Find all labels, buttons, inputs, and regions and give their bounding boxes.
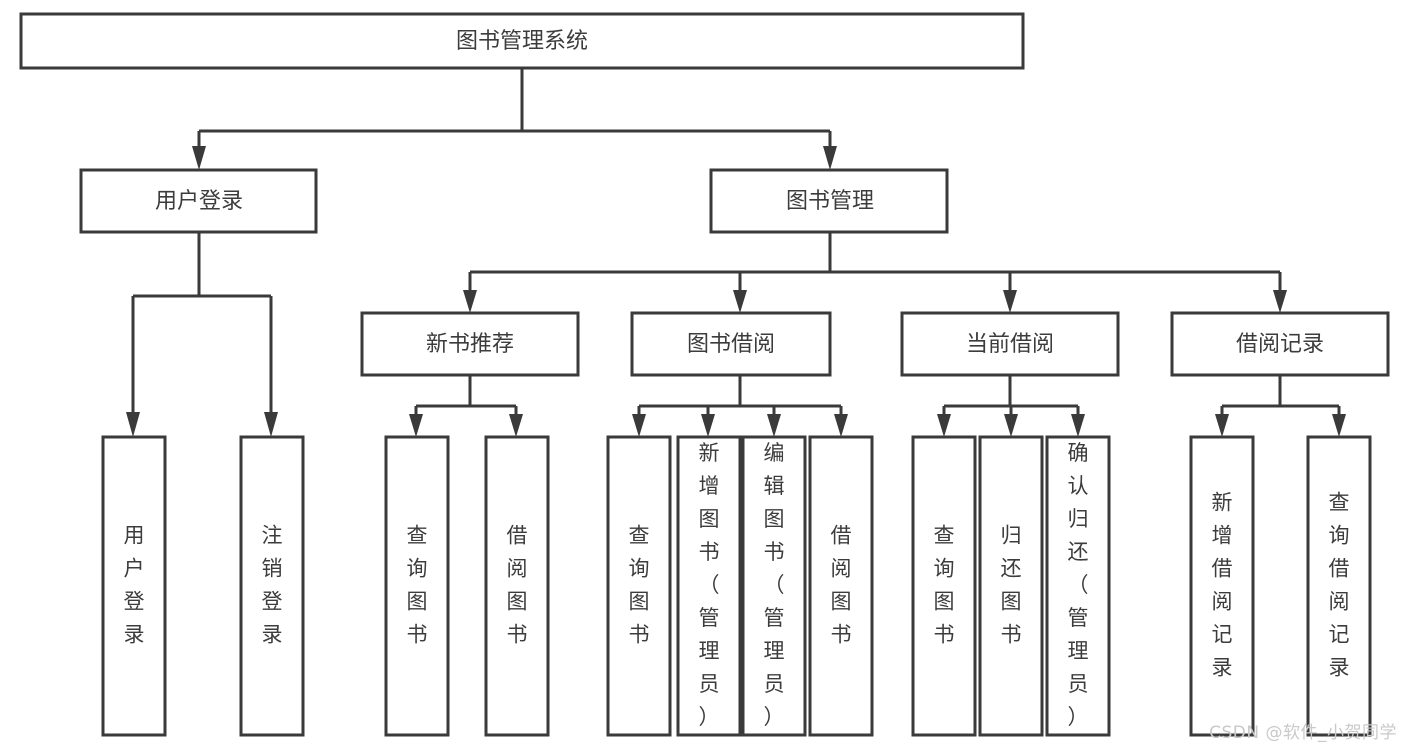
leaf-user-login-1[interactable]: 注销登录 [239, 435, 305, 737]
leaf-current-borrow-2-box[interactable] [1045, 435, 1111, 737]
arrow-borrow-record-leaf1 [1332, 414, 1346, 437]
leaf-current-borrow-1-box[interactable] [978, 435, 1044, 737]
leaf-borrow-record-0[interactable]: 新增借阅记录 [1189, 435, 1255, 737]
node-new-book-recommend-label: 新书推荐 [426, 332, 514, 357]
leaf-borrow-record-0-label: 新增借阅记录 [1212, 491, 1233, 680]
node-user-login[interactable]: 用户登录 [79, 168, 318, 234]
node-current-borrow-label: 当前借阅 [966, 332, 1054, 357]
node-book-borrow-box[interactable] [630, 311, 832, 377]
node-user-login-label: 用户登录 [155, 189, 243, 214]
leaf-user-login-0-box[interactable] [101, 435, 167, 737]
node-borrow-record[interactable]: 借阅记录 [1170, 311, 1390, 377]
leaf-current-borrow-1-label: 归还图书 [1001, 524, 1022, 647]
node-root-box[interactable] [19, 12, 1025, 70]
node-book-manage-label: 图书管理 [786, 189, 874, 214]
node-book-borrow[interactable]: 图书借阅 [630, 311, 832, 377]
arrow-user-login-leaf1 [264, 412, 278, 437]
node-user-login-box[interactable] [79, 168, 318, 234]
leaf-book-borrow-2[interactable]: 编辑图书（管理员） [741, 435, 807, 737]
arrow-borrow-record-leaf0 [1215, 414, 1229, 437]
node-new-book-recommend-box[interactable] [360, 311, 580, 377]
leaf-current-borrow-0[interactable]: 查询图书 [911, 435, 977, 737]
node-book-borrow-label: 图书借阅 [687, 332, 775, 357]
arrow-to-book-manage [823, 146, 837, 170]
leaf-user-login-0-label: 用户登录 [124, 524, 145, 647]
leaf-user-login-0[interactable]: 用户登录 [101, 435, 167, 737]
leaf-current-borrow-2[interactable]: 确认归还（管理员） [1045, 435, 1111, 737]
arrow-to-new-book [463, 290, 477, 313]
leaf-borrow-record-1-label: 查询借阅记录 [1329, 491, 1350, 680]
arrow-current-borrow-leaf2 [1071, 414, 1085, 437]
leaf-current-borrow-2-label: 确认归还（管理员） [1068, 441, 1089, 729]
node-current-borrow[interactable]: 当前借阅 [900, 311, 1120, 377]
leaf-book-borrow-0-label: 查询图书 [629, 524, 650, 647]
leaf-book-borrow-3-box[interactable] [808, 435, 874, 737]
leaf-borrow-record-0-box[interactable] [1189, 435, 1255, 737]
leaf-new-book-1-label: 借阅图书 [507, 524, 528, 647]
arrow-new-book-leaf0 [409, 414, 423, 437]
arrow-current-borrow-leaf0 [937, 414, 951, 437]
arrow-book-borrow-leaf0 [632, 414, 646, 437]
node-new-book-recommend[interactable]: 新书推荐 [360, 311, 580, 377]
node-book-manage[interactable]: 图书管理 [709, 168, 949, 234]
leaf-new-book-1-box[interactable] [484, 435, 550, 737]
leaf-book-borrow-1[interactable]: 新增图书（管理员） [676, 435, 742, 737]
leaf-book-borrow-1-label: 新增图书（管理员） [699, 441, 720, 729]
leaf-book-borrow-1-box[interactable] [676, 435, 742, 737]
leaf-user-login-1-box[interactable] [239, 435, 305, 737]
arrow-book-borrow-leaf2 [767, 414, 781, 437]
leaf-new-book-0-box[interactable] [384, 435, 450, 737]
leaf-current-borrow-1[interactable]: 归还图书 [978, 435, 1044, 737]
leaf-new-book-0-label: 查询图书 [407, 524, 428, 647]
arrow-new-book-leaf1 [509, 414, 523, 437]
leaf-book-borrow-3[interactable]: 借阅图书 [808, 435, 874, 737]
arrow-to-current-borrow [1003, 290, 1017, 313]
connector-layer [126, 68, 1346, 437]
node-borrow-record-box[interactable] [1170, 311, 1390, 377]
leaf-book-borrow-2-box[interactable] [741, 435, 807, 737]
leaf-new-book-0[interactable]: 查询图书 [384, 435, 450, 737]
arrow-to-borrow-record [1273, 290, 1287, 313]
leaf-current-borrow-0-box[interactable] [911, 435, 977, 737]
leaf-user-login-1-label: 注销登录 [262, 524, 283, 647]
arrow-user-login-leaf0 [126, 412, 140, 437]
leaf-current-borrow-0-label: 查询图书 [934, 524, 955, 647]
node-root[interactable]: 图书管理系统 [19, 12, 1025, 70]
node-book-manage-box[interactable] [709, 168, 949, 234]
leaf-book-borrow-3-label: 借阅图书 [831, 524, 852, 647]
leaf-new-book-1[interactable]: 借阅图书 [484, 435, 550, 737]
arrow-current-borrow-leaf1 [1004, 414, 1018, 437]
node-borrow-record-label: 借阅记录 [1236, 332, 1324, 357]
node-root-label: 图书管理系统 [456, 29, 588, 54]
leaf-book-borrow-2-label: 编辑图书（管理员） [764, 441, 785, 729]
leaf-book-borrow-0-box[interactable] [606, 435, 672, 737]
node-current-borrow-box[interactable] [900, 311, 1120, 377]
arrow-to-book-borrow [733, 290, 747, 313]
arrow-book-borrow-leaf1 [701, 414, 715, 437]
leaf-borrow-record-1[interactable]: 查询借阅记录 [1306, 435, 1372, 737]
arrow-to-user-login [192, 146, 206, 170]
leaf-borrow-record-1-box[interactable] [1306, 435, 1372, 737]
arrow-book-borrow-leaf3 [834, 414, 848, 437]
leaf-book-borrow-0[interactable]: 查询图书 [606, 435, 672, 737]
